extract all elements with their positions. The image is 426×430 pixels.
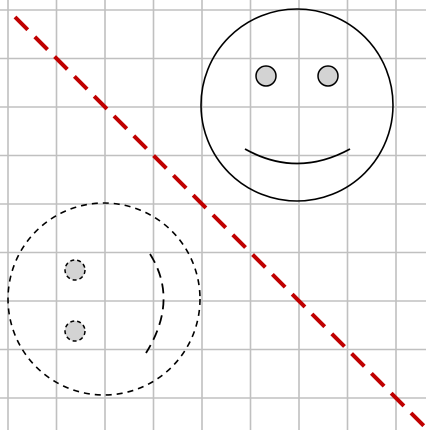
reflected-top-eye bbox=[65, 260, 85, 280]
original-right-eye bbox=[318, 66, 338, 86]
original-left-eye bbox=[256, 66, 276, 86]
reflected-bottom-eye bbox=[65, 321, 85, 341]
